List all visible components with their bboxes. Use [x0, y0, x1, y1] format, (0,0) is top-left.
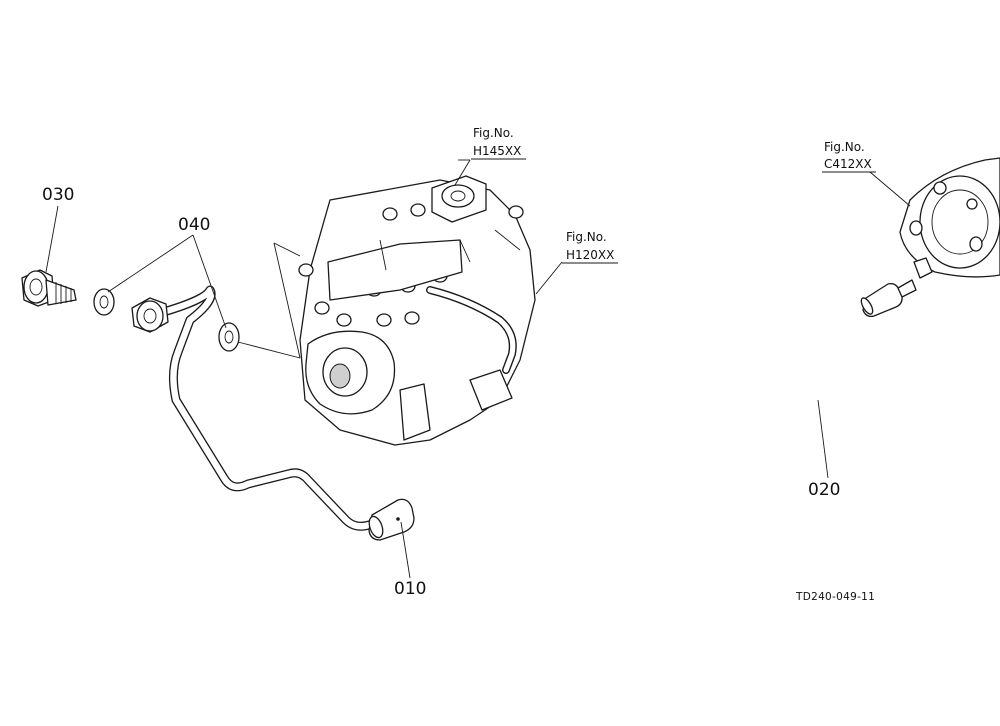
banjo-eye — [131, 297, 169, 333]
banjo-bolt-030 — [21, 269, 77, 307]
svg-text:Fig.No.: Fig.No. — [473, 126, 514, 140]
drawing-code: TD240-049-11 — [795, 591, 875, 603]
svg-text:Fig.No.: Fig.No. — [824, 140, 865, 154]
pipe-end-fitting — [860, 279, 917, 318]
pipe-010-tube — [155, 285, 389, 531]
alignment-line-upper — [273, 242, 301, 257]
part-number-010: 010 — [394, 579, 426, 599]
part-number-020: 020 — [808, 480, 840, 500]
washer-040-right — [218, 322, 240, 352]
svg-text:C412XX: C412XX — [824, 157, 872, 171]
svg-text:Fig.No.: Fig.No. — [566, 230, 607, 244]
alignment-bracket — [273, 242, 301, 359]
fig-ref-h120xx: Fig.No. H120XX — [562, 230, 618, 264]
leader-lines — [45, 159, 911, 579]
svg-text:H120XX: H120XX — [566, 248, 614, 262]
fig-ref-h145xx: Fig.No. H145XX — [471, 126, 526, 160]
fig-ref-c412xx: Fig.No. C412XX — [822, 140, 876, 173]
pipe-020 — [394, 289, 884, 573]
injection-pump — [298, 175, 536, 446]
washer-040-left — [93, 288, 115, 316]
part-number-030: 030 — [42, 185, 74, 205]
governor-housing — [899, 157, 1000, 279]
part-number-040: 040 — [178, 215, 210, 235]
joint-sleeve-010 — [368, 498, 415, 541]
alignment-line — [237, 341, 301, 359]
svg-text:H145XX: H145XX — [473, 144, 521, 158]
